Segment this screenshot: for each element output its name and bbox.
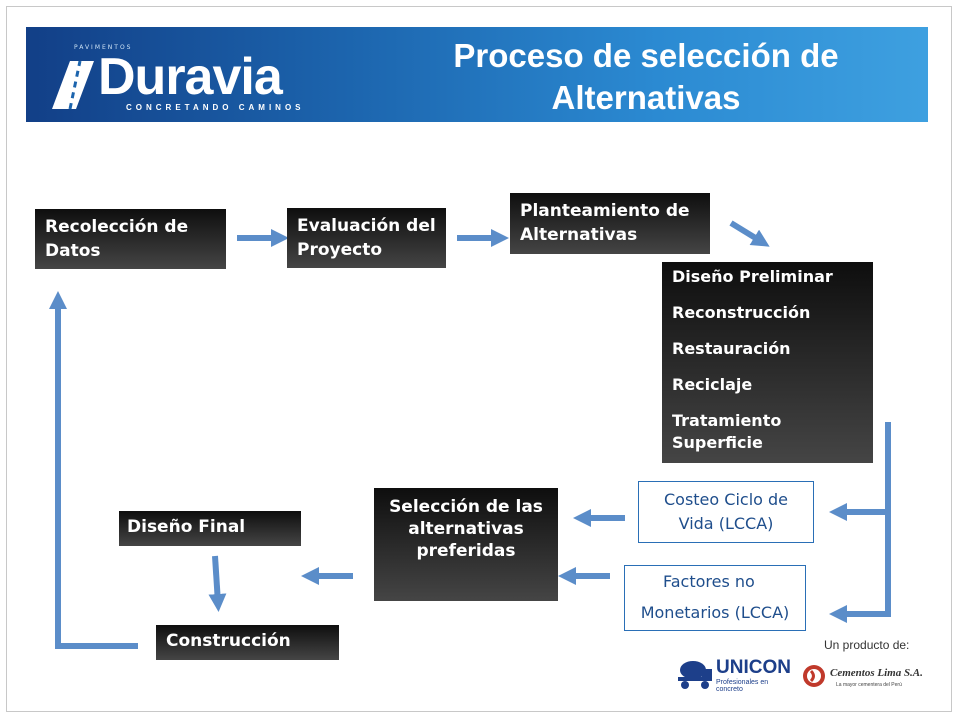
box-planteamiento-alternativas: Planteamiento de Alternativas: [510, 193, 710, 254]
box-evaluacion-proyecto: Evaluación del Proyecto: [287, 208, 446, 268]
box-planteamiento-label: Planteamiento de Alternativas: [520, 201, 690, 245]
list-item: Restauración: [672, 339, 791, 358]
diseno-preliminar-list: Diseño Preliminar Reconstrucción Restaur…: [662, 262, 873, 458]
unicon-tagline: Profesionales en concreto: [716, 679, 769, 693]
list-item: Tratamiento Superficie: [672, 411, 782, 452]
bracket-right: [870, 422, 891, 617]
list-item: Reconstrucción: [672, 303, 811, 322]
logo-tagline: CONCRETANDO CAMINOS: [126, 103, 305, 112]
arrow-planteamiento-diseno: [729, 220, 770, 247]
factores-line-1: Factores no: [663, 572, 755, 591]
producto-label: Un producto de:: [824, 638, 910, 652]
page-title: Proceso de selección de Alternativas: [453, 37, 839, 116]
header-banner: PAVIMENTOS Duravia CONCRETANDO CAMINOS P…: [26, 27, 928, 122]
box-seleccion-label: Selección de las alternativas preferidas: [389, 497, 543, 561]
box-construccion-label: Construcción: [166, 631, 291, 651]
box-construccion: Construcción: [156, 625, 339, 660]
cementos-tagline: La mayor cementera del Perú: [836, 682, 902, 688]
cementos-name: Cementos Lima S.A.: [830, 667, 923, 679]
cementos-lima-logo: Cementos Lima S.A. La mayor cementera de…: [802, 660, 932, 700]
box-diseno-final-label: Diseño Final: [127, 517, 246, 537]
box-costeo-lcca: Costeo Ciclo de Vida (LCCA): [638, 481, 814, 543]
road-icon: [52, 60, 94, 110]
logo-wordmark: Duravia: [98, 48, 283, 106]
box-diseno-final: Diseño Final: [119, 511, 301, 546]
box-diseno-preliminar: Diseño Preliminar Reconstrucción Restaur…: [662, 262, 873, 463]
arrow-diseno-final-construccion: [208, 555, 227, 612]
mixer-truck-icon: [678, 661, 712, 689]
box-costeo-label: Costeo Ciclo de Vida (LCCA): [663, 490, 789, 533]
box-seleccion-alternativas: Selección de las alternativas preferidas: [374, 488, 558, 601]
box-recoleccion-label: Recolección de Datos: [45, 217, 189, 261]
cementos-emblem-icon: [803, 665, 825, 687]
duravia-logo: PAVIMENTOS Duravia CONCRETANDO CAMINOS: [46, 41, 346, 112]
box-evaluacion-label: Evaluación del Proyecto: [297, 216, 436, 260]
box-factores-no-monetarios: Factores no Monetarios (LCCA): [624, 565, 806, 631]
unicon-logo: UNICON Profesionales en concreto: [676, 655, 796, 695]
factores-line-2: Monetarios (LCCA): [640, 603, 790, 622]
list-item: Diseño Preliminar: [672, 267, 833, 286]
slide-frame: [6, 6, 952, 712]
unicon-name: UNICON: [716, 657, 791, 678]
list-item: Reciclaje: [672, 375, 753, 394]
logo-small-text: PAVIMENTOS: [74, 44, 133, 51]
box-recoleccion-datos: Recolección de Datos: [35, 209, 226, 269]
arrow-loop-back: [49, 291, 138, 649]
